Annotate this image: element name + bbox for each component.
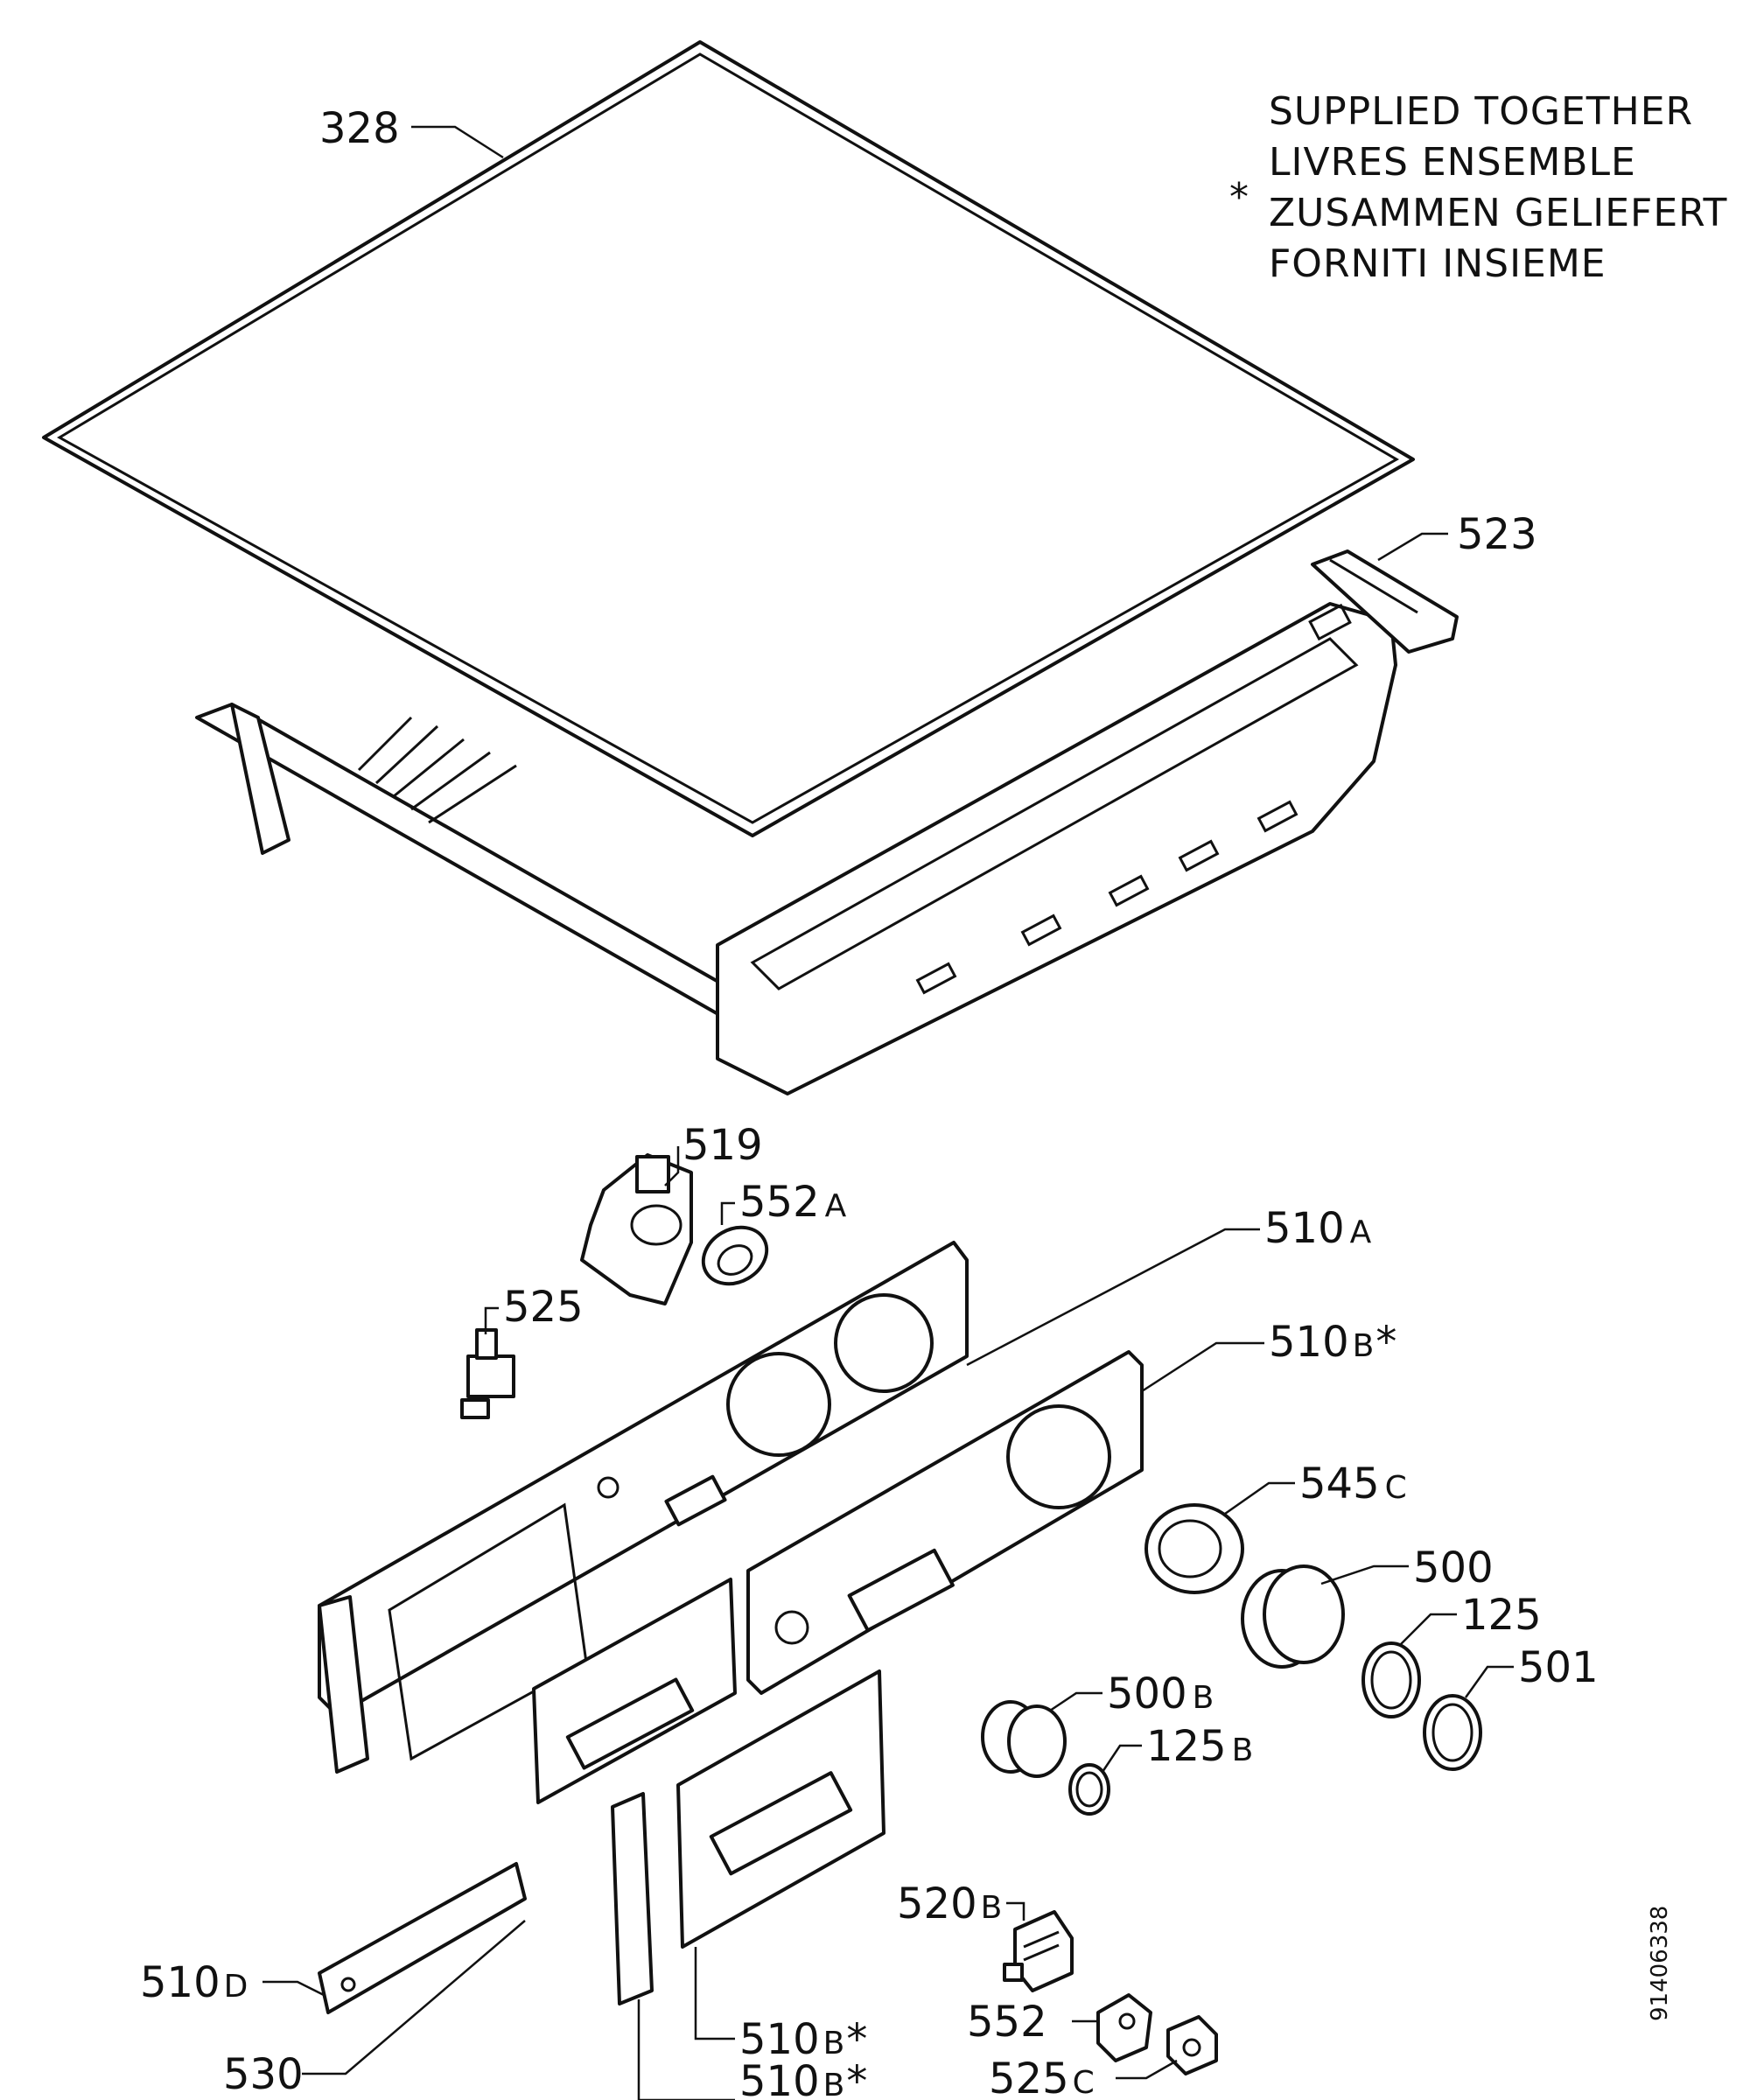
part-510d-strip[interactable]: [318, 1862, 527, 2014]
note-line-it: FORNITI INSIEME: [1269, 242, 1606, 286]
leader-lines: [262, 125, 1514, 2100]
note-star: *: [1229, 175, 1250, 220]
part-510b-small-strip[interactable]: [611, 1792, 654, 2006]
part-552-clip[interactable]: [1096, 1993, 1152, 2062]
part-525-lamp[interactable]: [460, 1328, 515, 1419]
part-552a-ring-clip[interactable]: [693, 1216, 777, 1295]
part-519-switch-holder[interactable]: [580, 1153, 693, 1306]
label-501: 501: [1518, 1643, 1599, 1692]
part-510a-main-panel[interactable]: [318, 1241, 969, 1774]
supplied-together-note: * SUPPLIED TOGETHER LIVRES ENSEMBLE ZUSA…: [1229, 89, 1727, 286]
label-500: 500: [1413, 1544, 1494, 1592]
part-523-panel-frame[interactable]: [195, 550, 1459, 1096]
part-125-ring[interactable]: [1362, 1642, 1421, 1718]
part-328-top-cover[interactable]: [42, 40, 1415, 837]
note-line-fr: LIVRES ENSEMBLE: [1269, 140, 1636, 185]
part-520b-connector[interactable]: [1003, 1910, 1074, 1992]
part-510b-lower-panel[interactable]: [676, 1670, 886, 1949]
part-500-knob[interactable]: [1241, 1564, 1345, 1669]
note-line-de: ZUSAMMEN GELIEFERT: [1269, 191, 1727, 235]
note-line-en: SUPPLIED TOGETHER: [1269, 89, 1693, 134]
label-125: 125: [1461, 1591, 1542, 1640]
part-510b-upper-panel[interactable]: [746, 1350, 1144, 1695]
label-552: 552: [967, 1998, 1047, 2047]
part-510b-middle-panel[interactable]: [532, 1578, 737, 1804]
label-328: 328: [319, 104, 400, 153]
part-525c-block[interactable]: [1166, 2015, 1218, 2076]
part-501-disc[interactable]: [1423, 1694, 1482, 1771]
label-530: 530: [223, 2050, 304, 2099]
part-125b-small-ring[interactable]: [1068, 1763, 1110, 1816]
label-525: 525: [503, 1283, 584, 1332]
label-519: 519: [682, 1121, 763, 1170]
label-523: 523: [1457, 510, 1537, 559]
part-545c-knob-bush[interactable]: [1144, 1503, 1244, 1594]
document-id: 91406338: [1647, 1906, 1673, 2021]
part-500b-small-knob[interactable]: [981, 1700, 1067, 1778]
